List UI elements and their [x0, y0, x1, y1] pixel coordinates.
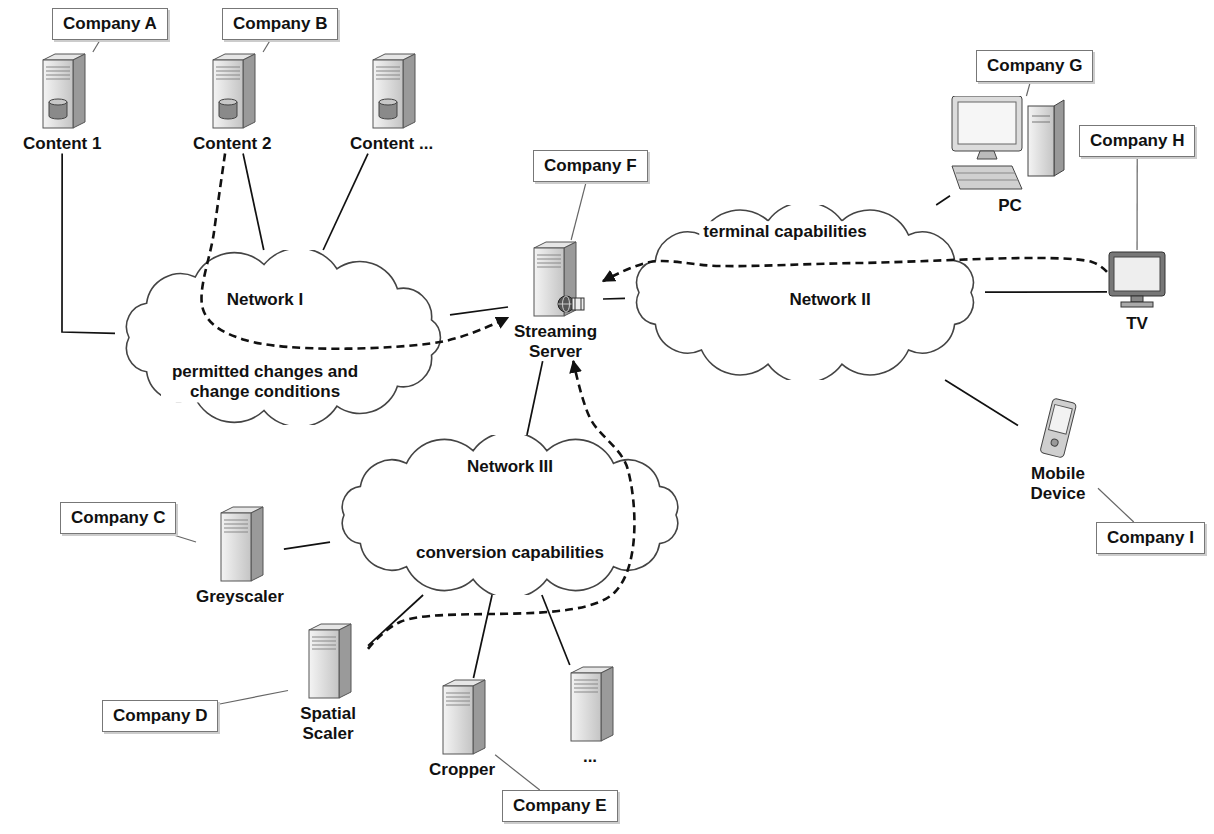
network-label: Network II: [789, 290, 870, 310]
leader-line: [93, 40, 101, 52]
converter-server-icon: [563, 665, 617, 743]
tv-terminal: TV: [1107, 250, 1167, 334]
flow-label: conversion capabilities: [412, 542, 608, 564]
device-label: Cropper: [429, 760, 495, 780]
callout-box: Company A: [52, 8, 168, 40]
converter-server: Greyscaler: [196, 505, 284, 607]
content-server: Content 1: [23, 52, 101, 154]
network-label: Network III: [467, 457, 553, 477]
flow-label: permitted changes and change conditions: [161, 361, 369, 402]
streaming-server-icon: [526, 240, 586, 318]
leader-line: [263, 40, 271, 52]
network-link: [542, 595, 570, 665]
device-label: Content 1: [23, 134, 101, 154]
network-link: [936, 196, 950, 205]
network-link: [243, 154, 264, 250]
converter-server: Cropper: [429, 678, 495, 780]
cloud-shape: [637, 205, 974, 380]
converter-server: ...: [563, 665, 617, 767]
company-name: Company A: [63, 14, 157, 34]
company-name: Company B: [233, 14, 327, 34]
company-name: Company C: [71, 508, 165, 528]
tv-terminal-icon: [1107, 250, 1167, 310]
device-label: TV: [1126, 314, 1148, 334]
content-server-icon: [365, 52, 419, 130]
pc-terminal: PC: [950, 96, 1070, 216]
content-server-icon: [205, 52, 259, 130]
flow-label: terminal capabilities: [699, 221, 870, 243]
leader-line: [169, 534, 196, 543]
leader-line: [1026, 82, 1030, 96]
network-link: [62, 154, 115, 334]
leader-line: [495, 755, 540, 790]
content-server: Content 2: [193, 52, 271, 154]
leader-line: [571, 182, 586, 240]
network-link: [473, 595, 492, 678]
converter-server: Spatial Scaler: [288, 622, 368, 743]
network-link: [284, 542, 330, 549]
device-label: Spatial Scaler: [288, 704, 368, 743]
device-label: Content ...: [350, 134, 433, 154]
callout-box: Company E: [502, 790, 618, 822]
leader-line: [218, 690, 288, 704]
streaming-server: Streaming Server: [508, 240, 603, 361]
callout-box: Company H: [1079, 125, 1195, 157]
network-link: [527, 361, 543, 435]
device-label: Greyscaler: [196, 587, 284, 607]
cloud-shape: [342, 435, 677, 595]
leader-line: [1098, 488, 1134, 522]
device-label: Streaming Server: [508, 322, 603, 361]
mobile-device-icon: [1036, 398, 1080, 460]
mobile-device: Mobile Device: [1018, 398, 1098, 503]
callout-box: Company B: [222, 8, 338, 40]
callout-box: Company G: [976, 50, 1093, 82]
network-link: [603, 297, 625, 299]
converter-server-icon: [435, 678, 489, 756]
network-link: [323, 154, 368, 250]
device-label: ...: [583, 747, 597, 767]
network-link: [945, 380, 1018, 426]
network-cloud: Network III: [330, 435, 690, 595]
converter-server-icon: [301, 622, 355, 700]
callout-box: Company D: [102, 700, 218, 732]
callout-box: Company I: [1096, 522, 1205, 554]
callout-box: Company F: [533, 150, 648, 182]
cloud-shape: [126, 250, 440, 425]
callout-box: Company C: [60, 502, 176, 534]
company-name: Company H: [1090, 131, 1184, 151]
company-name: Company E: [513, 796, 607, 816]
pc-terminal-icon: [950, 96, 1070, 192]
company-name: Company I: [1107, 528, 1194, 548]
company-name: Company F: [544, 156, 637, 176]
content-server-icon: [35, 52, 89, 130]
company-name: Company G: [987, 56, 1082, 76]
leader-line: [1136, 157, 1137, 250]
company-name: Company D: [113, 706, 207, 726]
device-label: Content 2: [193, 134, 271, 154]
network-link: [450, 307, 508, 315]
converter-server-icon: [213, 505, 267, 583]
device-label: Mobile Device: [1018, 464, 1098, 503]
device-label: PC: [998, 196, 1022, 216]
network-label: Network I: [227, 290, 304, 310]
content-server: Content ...: [350, 52, 433, 154]
network-link: [985, 291, 1107, 293]
